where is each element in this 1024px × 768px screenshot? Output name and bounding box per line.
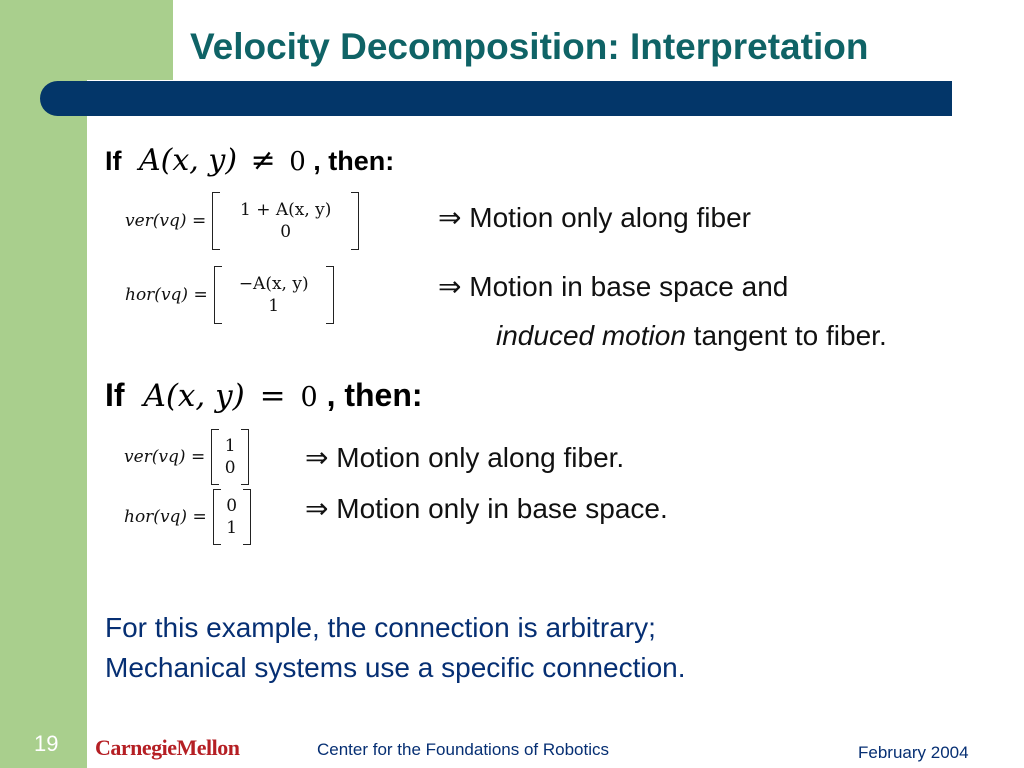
slide-title: Velocity Decomposition: Interpretation [190, 26, 869, 67]
case1-then-label: , then: [313, 146, 395, 176]
case2-condition-op: = [259, 378, 286, 414]
case1-induced-motion-text: induced motion [496, 320, 686, 351]
case1-tangent-text: tangent to fiber. [685, 320, 887, 351]
closing-note: For this example, the connection is arbi… [105, 608, 686, 688]
case1-hor-statement-continued: induced motion tangent to fiber. [496, 320, 887, 352]
closing-note-line1: For this example, the connection is arbi… [105, 612, 656, 643]
case2-ver-statement: ⇒ Motion only along fiber. [305, 441, 624, 474]
case1-ver-equation: ver(vq) = 1 + A(x, y) 0 [125, 192, 360, 250]
case1-hor-equation: hor(vq) = −A(x, y) 1 [125, 266, 334, 324]
case1-ver-text: Motion only along fiber [469, 202, 751, 233]
title-underline-band [40, 81, 952, 116]
case2-hor-text: Motion only in base space. [336, 493, 668, 524]
case1-hor-statement: ⇒ Motion in base space and [438, 270, 788, 303]
case2-hor-matrix: 0 1 [212, 489, 251, 545]
carnegie-mellon-logo: CarnegieMellon [95, 735, 240, 760]
case2-condition-lhs: A(x, y) [143, 378, 245, 414]
case1-hor-text: Motion in base space and [469, 271, 789, 302]
case2-ver-bottom: 0 [224, 458, 236, 478]
case2-condition-rhs: 0 [300, 382, 318, 413]
case2-condition: If A(x, y) = 0 , then: [105, 377, 423, 414]
case1-if-label: If [105, 146, 122, 176]
left-sidebar-bar [0, 0, 87, 768]
title-accent-block [87, 0, 173, 80]
case2-hor-equation: hor(vq) = 0 1 [124, 489, 251, 545]
case1-ver-lhs: ver(vq) = [125, 211, 207, 231]
implies-arrow-icon: ⇒ [438, 270, 462, 303]
case1-ver-matrix: 1 + A(x, y) 0 [212, 192, 360, 250]
slide-number: 19 [34, 731, 59, 756]
footer-organization: Center for the Foundations of Robotics [317, 740, 609, 759]
case1-condition-rhs: 0 [289, 147, 306, 177]
implies-arrow-icon: ⇒ [305, 492, 329, 525]
case1-hor-lhs: hor(vq) = [125, 285, 208, 305]
case1-hor-bottom: 1 [268, 296, 280, 316]
implies-arrow-icon: ⇒ [438, 201, 462, 234]
footer-date: February 2004 [858, 743, 969, 762]
case2-ver-text: Motion only along fiber. [336, 442, 625, 473]
case1-condition-op: ≠ [250, 143, 276, 178]
case1-ver-statement: ⇒ Motion only along fiber [438, 201, 751, 234]
case1-hor-matrix: −A(x, y) 1 [213, 266, 334, 324]
case2-hor-top: 0 [226, 495, 238, 516]
case1-hor-top: −A(x, y) [238, 273, 309, 294]
case1-ver-top: 1 + A(x, y) [239, 199, 332, 220]
case2-then-label: , then: [326, 377, 423, 413]
case2-ver-equation: ver(vq) = 1 0 [124, 429, 250, 485]
case2-hor-bottom: 1 [226, 518, 238, 538]
case1-condition-lhs: A(x, y) [139, 143, 238, 178]
implies-arrow-icon: ⇒ [305, 441, 329, 474]
closing-note-line2: Mechanical systems use a specific connec… [105, 652, 686, 683]
case2-ver-matrix: 1 0 [211, 429, 250, 485]
case2-hor-statement: ⇒ Motion only in base space. [305, 492, 668, 525]
case2-ver-top: 1 [224, 435, 236, 456]
case2-hor-lhs: hor(vq) = [124, 507, 207, 527]
case2-if-label: If [105, 377, 125, 413]
case2-ver-lhs: ver(vq) = [124, 447, 206, 467]
case1-ver-bottom: 0 [280, 222, 292, 242]
case1-condition: If A(x, y) ≠ 0 , then: [105, 143, 394, 178]
